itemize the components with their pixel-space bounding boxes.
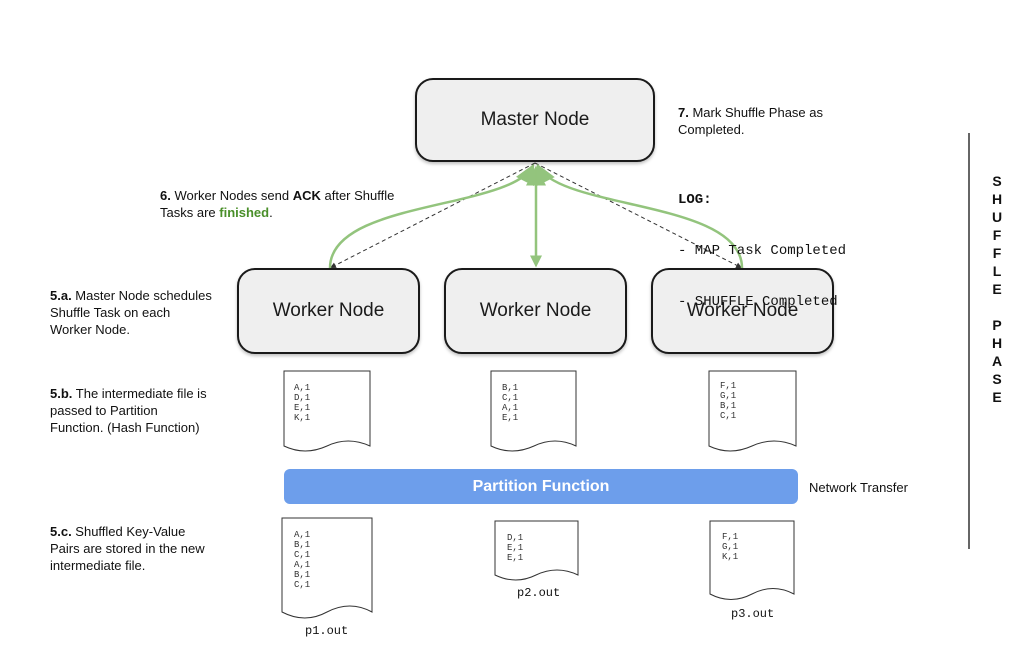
worker-node-1: Worker Node	[237, 268, 420, 354]
phase-label-letter: L	[992, 263, 1002, 279]
ack-arrow-3	[536, 163, 744, 269]
phase-label-letter: U	[991, 209, 1003, 225]
output-file-1-shape	[281, 517, 373, 619]
worker-node-label: Worker Node	[272, 300, 385, 321]
intermediate-file-3-shape	[708, 370, 797, 452]
log-line: - SHUFFLE Completed	[678, 294, 838, 310]
phase-label-letter: P	[992, 317, 1002, 333]
intermediate-file-3: F,1 G,1 B,1 C,1	[720, 381, 737, 421]
output-file-3: F,1 G,1 K,1	[722, 532, 739, 562]
phase-label-letter: S	[992, 371, 1002, 387]
output-file-1-name: p1.out	[305, 624, 349, 638]
output-file-2: D,1 E,1 E,1	[507, 533, 524, 563]
output-file-3-shape	[709, 520, 795, 600]
output-file-3-name: p3.out	[731, 607, 775, 621]
phase-label-letter: E	[992, 281, 1002, 297]
output-file-2-name: p2.out	[517, 586, 561, 600]
worker-node-label: Worker Node	[479, 300, 592, 321]
worker-node-2: Worker Node	[444, 268, 627, 354]
ack-arrow-1	[328, 163, 535, 269]
phase-label-letter: H	[991, 335, 1003, 351]
phase-label-letter: F	[992, 227, 1002, 243]
intermediate-file-1: A,1 D,1 E,1 K,1	[294, 383, 311, 423]
master-node: Master Node	[415, 78, 655, 162]
phase-label-letter: S	[992, 173, 1002, 189]
log-line: - MAP Task Completed	[678, 243, 847, 259]
note-step-5c: 5.c. Shuffled Key-Value Pairs are stored…	[50, 524, 205, 573]
intermediate-file-1-shape	[283, 370, 371, 452]
worker-node-3: Worker Node	[651, 268, 834, 354]
partition-function-bar: Partition Function	[284, 469, 798, 504]
output-file-1: A,1 B,1 C,1 A,1 B,1 C,1	[294, 530, 311, 590]
schedule-line-1	[329, 162, 536, 269]
phase-label-letter: H	[991, 191, 1003, 207]
master-node-label: Master Node	[480, 109, 590, 130]
intermediate-file-2-shape	[490, 370, 577, 452]
worker-node-label: Worker Node	[686, 300, 799, 321]
intermediate-file-2: B,1 C,1 A,1 E,1	[502, 383, 519, 423]
log-title: LOG:	[678, 192, 712, 208]
note-step-6: 6. Worker Nodes send ACK after Shuffle T…	[160, 188, 395, 220]
phase-label-letter: F	[992, 245, 1002, 261]
schedule-line-3	[534, 162, 743, 269]
note-step-5a: 5.a. Master Node schedules Shuffle Task …	[50, 288, 212, 337]
phase-label-letter	[988, 298, 1006, 316]
note-step-7: 7. Mark Shuffle Phase as Completed.	[678, 105, 824, 137]
note-step-5b: 5.b. The intermediate file is passed to …	[50, 386, 207, 435]
output-file-2-shape	[494, 520, 579, 581]
phase-label-letter: E	[992, 389, 1002, 405]
log-block: LOG: - MAP Task Completed - SHUFFLE Comp…	[678, 158, 846, 328]
network-transfer-label: Network Transfer	[809, 480, 908, 495]
partition-function-label: Partition Function	[472, 477, 610, 495]
phase-label-letter: A	[991, 353, 1003, 369]
